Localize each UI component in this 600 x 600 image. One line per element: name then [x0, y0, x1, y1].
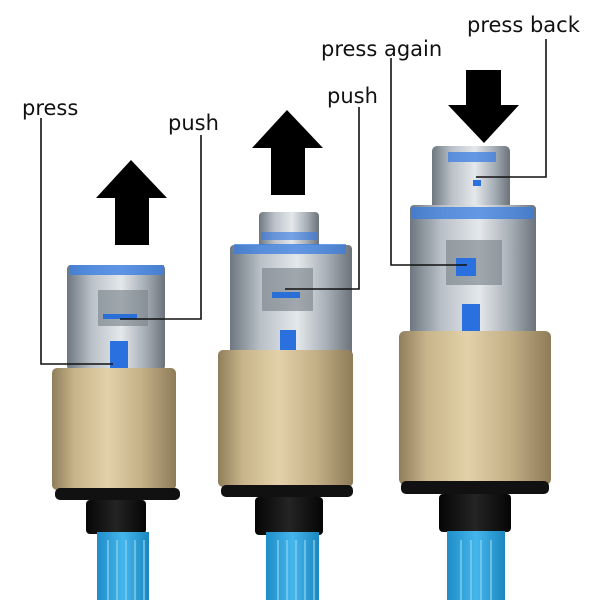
middle-top-micro-connector	[259, 212, 319, 248]
right-press-again-button	[456, 258, 476, 276]
left-press-button	[110, 341, 128, 368]
middle-push-label: push	[327, 84, 378, 108]
left-black-strain-relief	[86, 500, 146, 534]
right-blue-cable	[447, 531, 505, 600]
left-push-label: push	[168, 111, 219, 135]
right-press-again-leader-line	[390, 58, 467, 266]
right-cable-assembly	[399, 70, 551, 600]
left-up-arrow-icon	[96, 160, 167, 245]
right-top-micro-connector	[432, 146, 510, 214]
middle-gold-sleeve	[218, 350, 353, 487]
middle-blue-cable	[266, 532, 319, 600]
right-gold-sleeve	[399, 331, 551, 485]
right-press-back-label: press back	[467, 13, 581, 37]
middle-up-arrow-icon	[252, 110, 323, 195]
left-push-leader-line	[120, 135, 202, 320]
left-push-slot	[103, 314, 137, 319]
left-cable-assembly	[52, 160, 180, 600]
left-black-collar	[55, 488, 180, 500]
right-down-arrow-icon	[448, 70, 519, 143]
right-press-again-label: press again	[321, 37, 442, 61]
middle-push-leader-line	[285, 107, 360, 290]
right-press-back-leader-line	[476, 39, 547, 178]
middle-cable-assembly	[218, 110, 353, 600]
middle-push-slot	[272, 292, 300, 298]
left-press-label: press	[22, 96, 78, 120]
left-blue-cable	[97, 532, 149, 600]
left-gold-sleeve	[52, 368, 176, 490]
left-press-leader-line	[40, 118, 113, 365]
